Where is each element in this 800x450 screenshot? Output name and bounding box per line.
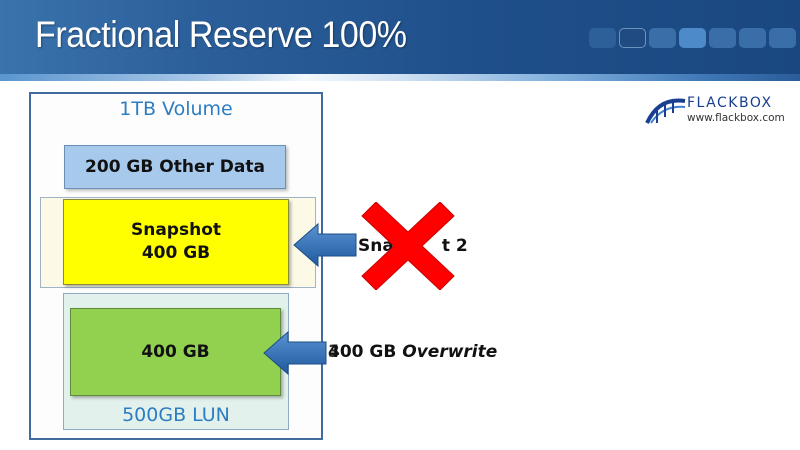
lun-label: 500GB LUN: [122, 404, 230, 426]
flackbox-logo: FLACKBOX www.flackbox.com: [645, 95, 785, 129]
logo-url: www.flackbox.com: [687, 112, 785, 124]
snapshot-size: 400 GB: [141, 243, 211, 263]
progress-square: [619, 28, 646, 48]
progress-square: [709, 28, 736, 48]
overwrite-digit-underlay: 3: [328, 342, 340, 362]
other-data-block: 200 GB Other Data: [64, 145, 286, 189]
lun-data-block: 400 GB: [70, 308, 281, 396]
arrow-left-icon: [293, 222, 357, 268]
slide-title: Fractional Reserve 100%: [35, 14, 407, 55]
progress-square: [739, 28, 766, 48]
bridge-icon: [645, 98, 686, 124]
overwrite-amount: 400 GB: [328, 342, 397, 362]
header-stripe: [0, 74, 800, 81]
arrow-left-icon: [263, 330, 327, 376]
progress-square: [769, 28, 796, 48]
progress-square-active: [679, 28, 706, 48]
progress-square: [589, 28, 616, 48]
progress-squares: [589, 28, 796, 48]
cross-icon: [361, 202, 455, 290]
lun-data-label: 400 GB: [141, 342, 210, 362]
logo-brand: FLACKBOX: [687, 95, 773, 111]
other-data-label: 200 GB Other Data: [85, 157, 265, 177]
volume-label: 1TB Volume: [119, 98, 233, 120]
snapshot-label: Snapshot: [130, 220, 221, 240]
progress-square: [649, 28, 676, 48]
snapshot-block: Snapshot 400 GB: [63, 199, 289, 285]
overwrite-word: Overwrite: [402, 342, 498, 362]
